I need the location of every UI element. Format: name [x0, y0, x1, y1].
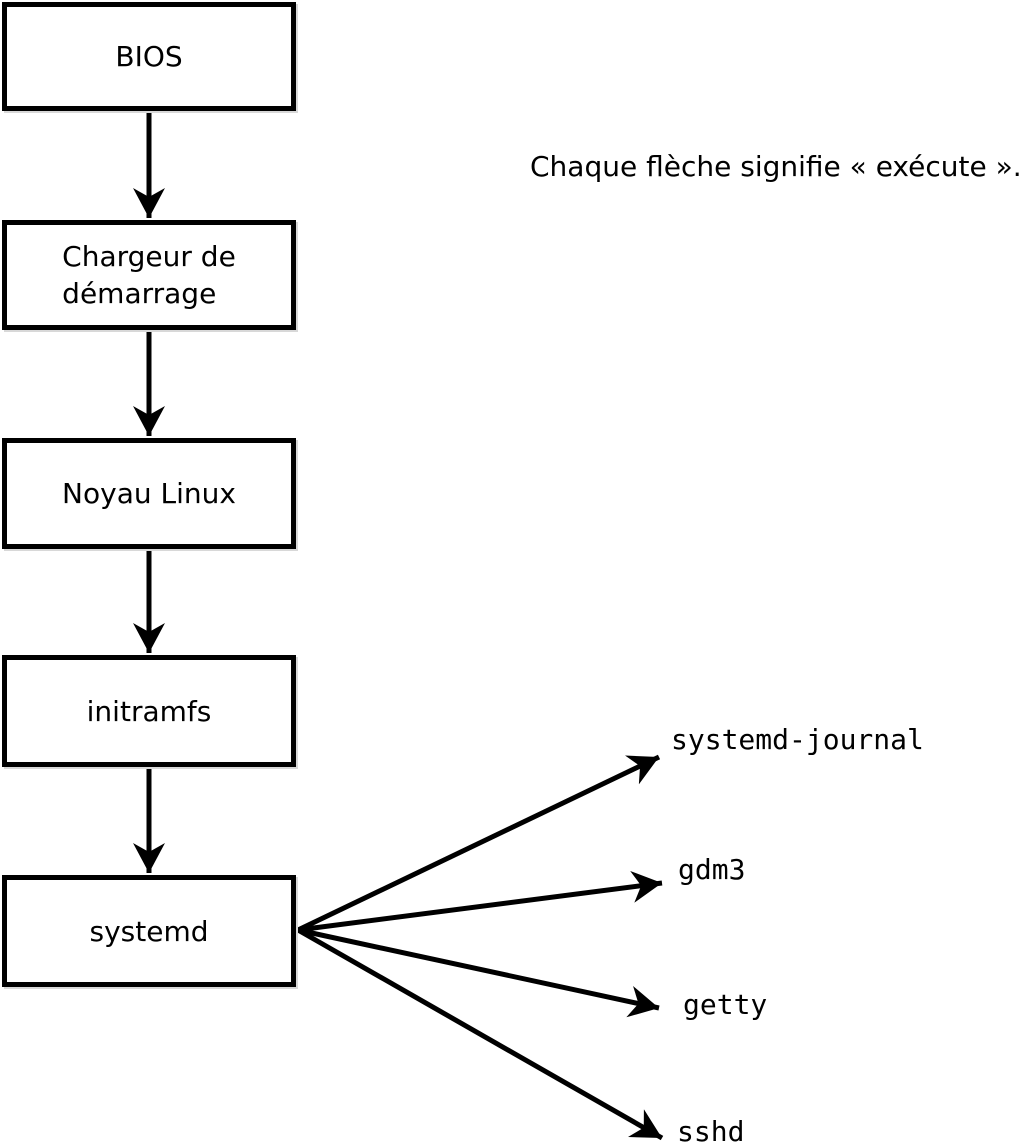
arrow-systemd-to-sshd [296, 927, 664, 1141]
box-initramfs-label: initramfs [86, 694, 212, 728]
box-bios: BIOS [2, 2, 296, 111]
box-kernel: Noyau Linux [2, 438, 296, 549]
box-bios-label: BIOS [115, 40, 183, 73]
caption-arrow-meaning: Chaque flèche signifie « exécute ». [530, 150, 1022, 183]
box-initramfs: initramfs [2, 655, 296, 767]
box-bootloader: Chargeur de démarrage [2, 220, 296, 330]
box-bootloader-label: Chargeur de démarrage [62, 240, 236, 310]
process-label-systemd-journal: systemd-journal [671, 723, 924, 756]
box-systemd-label: systemd [89, 914, 209, 948]
process-label-gdm3: gdm3 [678, 853, 746, 886]
process-label-getty: getty [683, 988, 768, 1021]
box-systemd: systemd [2, 875, 296, 987]
arrow-systemd-to-journal [296, 754, 661, 933]
process-label-sshd: sshd [677, 1115, 745, 1144]
arrow-systemd-to-gdm3 [297, 870, 663, 933]
arrow-systemd-to-getty [297, 927, 660, 1018]
box-kernel-label: Noyau Linux [62, 477, 236, 510]
